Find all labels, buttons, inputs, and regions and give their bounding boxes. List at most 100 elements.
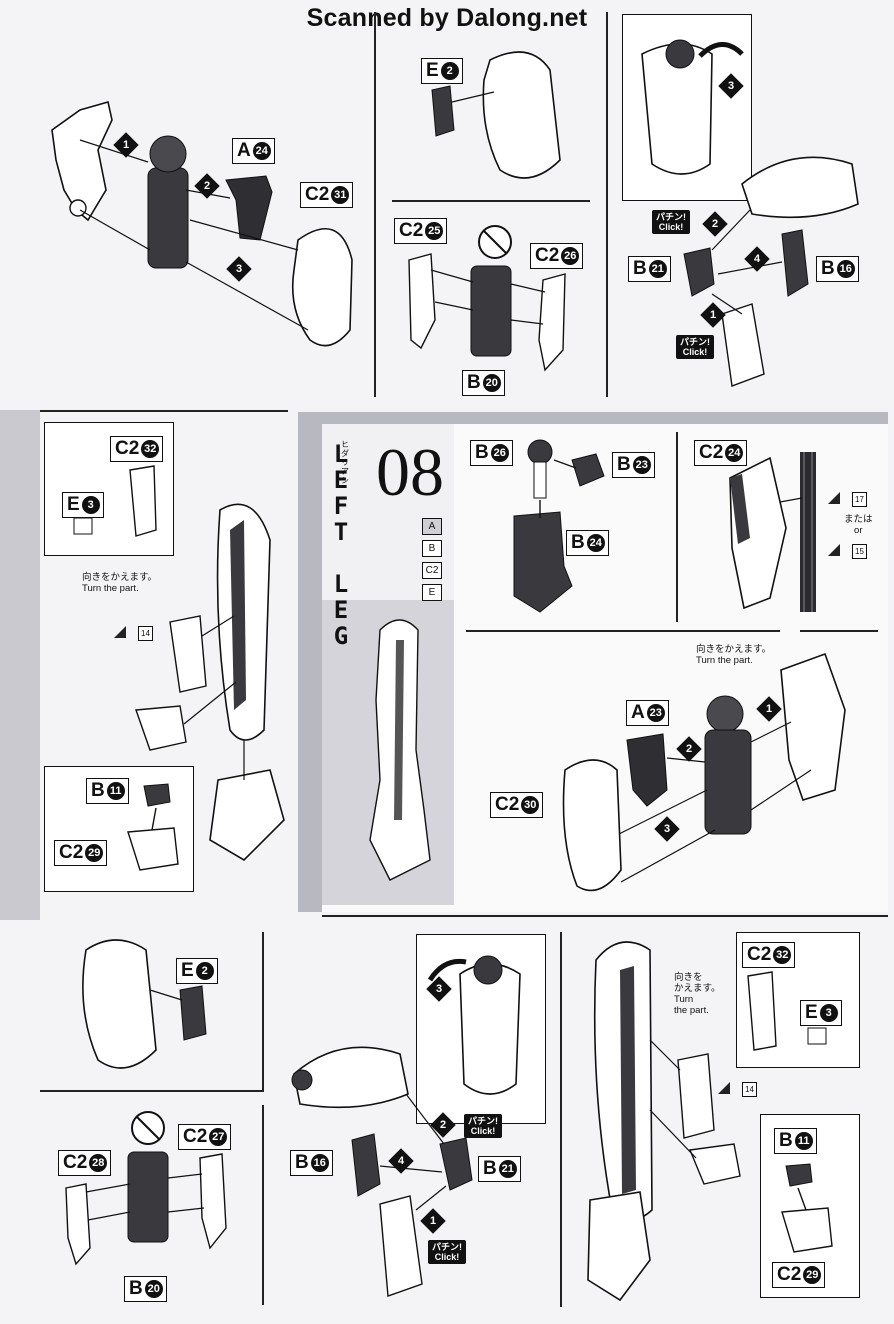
hip-parts-illustration bbox=[51, 100, 353, 347]
click-badge: パチン!Click! bbox=[428, 1240, 466, 1264]
thigh-armor-e2-bottom-illustration bbox=[82, 939, 207, 1069]
divider bbox=[392, 200, 590, 202]
shin-assembly-illustration bbox=[73, 465, 285, 862]
divider bbox=[262, 1105, 264, 1305]
runner-c2: C2 bbox=[422, 562, 442, 579]
c2-28-part bbox=[65, 1183, 91, 1266]
c2-27-part bbox=[199, 1153, 227, 1250]
sticker-flag-icon bbox=[114, 626, 126, 638]
sticker-14: 14 bbox=[138, 626, 153, 641]
c2-32-part bbox=[129, 465, 157, 537]
divider bbox=[800, 630, 878, 632]
thigh-frame-dark bbox=[704, 729, 752, 835]
ankle-armor bbox=[677, 1053, 715, 1139]
armor-c2-31 bbox=[291, 228, 353, 347]
sticker-15: 15 bbox=[852, 544, 867, 559]
c2-24-sticker-illustration bbox=[729, 452, 816, 612]
runner-b: B bbox=[422, 540, 442, 557]
thigh-armor bbox=[82, 939, 157, 1069]
thigh-armor-e2-illustration bbox=[431, 51, 561, 179]
sticker-flag-icon bbox=[828, 492, 840, 504]
divider bbox=[322, 915, 888, 917]
divider bbox=[606, 12, 608, 397]
e2-part bbox=[179, 985, 207, 1041]
foot-part bbox=[587, 1191, 651, 1302]
a23-armor bbox=[626, 733, 668, 807]
b21-part bbox=[683, 247, 715, 297]
runner-a: A bbox=[422, 518, 442, 535]
b11-part bbox=[143, 783, 171, 807]
divider bbox=[466, 630, 780, 632]
e2-part bbox=[431, 85, 455, 137]
shin-assembly-bottom-illustration bbox=[587, 941, 741, 1302]
knee-detail-illustration bbox=[127, 783, 179, 871]
shin-inner-dark bbox=[620, 966, 636, 1194]
armor-a24 bbox=[225, 175, 273, 241]
foot-guard bbox=[721, 303, 765, 387]
c2-30-armor bbox=[562, 759, 622, 892]
b26-peg bbox=[533, 461, 547, 499]
divider bbox=[676, 432, 678, 622]
rotate-arrow bbox=[698, 42, 744, 58]
joint-dark bbox=[291, 1069, 313, 1091]
b24-frame bbox=[513, 511, 573, 613]
b20-frame bbox=[127, 1151, 169, 1243]
b16-part bbox=[351, 1133, 381, 1197]
shin-inner-dark bbox=[230, 520, 246, 710]
click-badge: パチン!Click! bbox=[676, 335, 714, 359]
thigh-armor bbox=[482, 51, 561, 179]
sticker-14: 14 bbox=[742, 1082, 757, 1097]
b11-part bbox=[785, 1163, 813, 1187]
knee-block bbox=[689, 1143, 741, 1185]
sticker-flag-icon bbox=[718, 1082, 730, 1094]
knee-cap-dark bbox=[473, 955, 503, 985]
b23-part bbox=[571, 453, 605, 487]
foot-part bbox=[209, 769, 285, 862]
b16-part bbox=[781, 229, 809, 297]
step-title-jp: ヒダリアシ bbox=[341, 440, 349, 485]
foot-guard bbox=[379, 1195, 423, 1297]
knee-cap-dark bbox=[665, 39, 695, 69]
divider bbox=[374, 12, 376, 397]
left-hip-assembly-illustration bbox=[562, 652, 846, 892]
click-badge: パチン!Click! bbox=[652, 210, 690, 234]
hip-frame-right bbox=[780, 652, 846, 801]
shin-armor-top bbox=[293, 1046, 409, 1109]
left-grey-band bbox=[0, 410, 40, 920]
c2-32-part bbox=[747, 971, 777, 1051]
hip-joint-illustration bbox=[513, 439, 605, 613]
ball-joint bbox=[149, 135, 187, 173]
knee-rotate-illustration bbox=[641, 39, 859, 387]
b26-ball bbox=[527, 439, 553, 465]
knee-frame-bottom-illustration bbox=[65, 1111, 227, 1266]
knee-block bbox=[135, 705, 187, 751]
ball-joint bbox=[706, 695, 744, 733]
turn-note: 向きをかえます。Turn the part. bbox=[696, 644, 772, 666]
divider bbox=[262, 932, 264, 1092]
hip-frame-left bbox=[51, 100, 113, 222]
knee-armor bbox=[641, 43, 713, 175]
b20-frame bbox=[470, 265, 512, 357]
sticker-17: 17 bbox=[852, 492, 867, 507]
